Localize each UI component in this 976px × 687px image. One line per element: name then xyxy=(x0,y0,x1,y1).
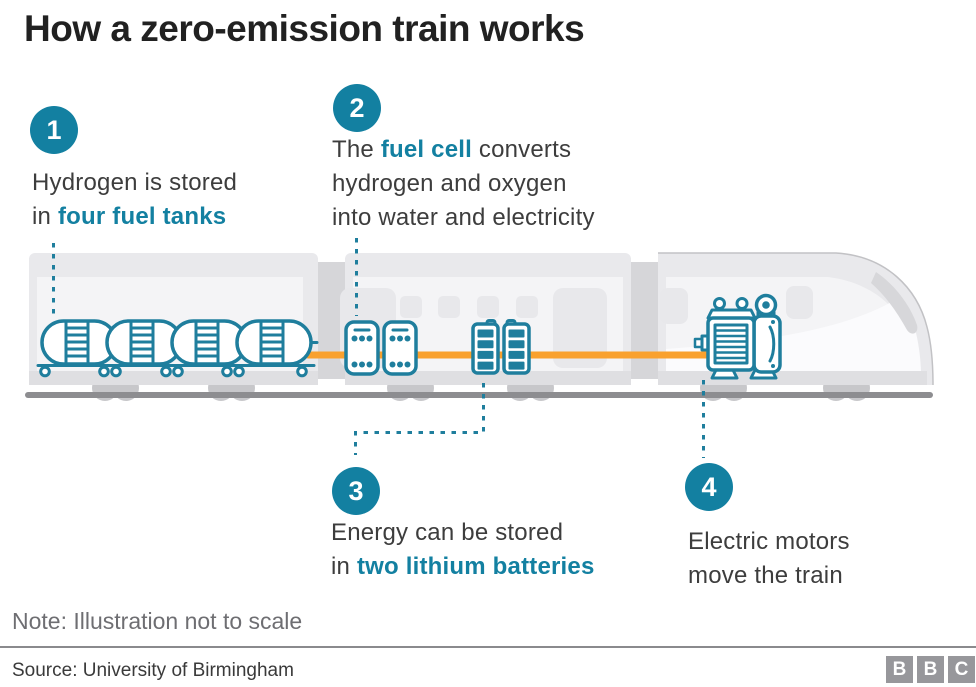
fuel-cell-icon xyxy=(344,320,418,376)
fuel-tanks-icon xyxy=(36,319,319,378)
step-1-text: Hydrogen is stored in four fuel tanks xyxy=(32,166,237,234)
step-1-badge: 1 xyxy=(30,106,78,154)
step-2-text-after: converts hydrogen and oxygen into water … xyxy=(332,136,595,231)
electric-motor-icon xyxy=(693,293,782,380)
car-connector xyxy=(631,262,658,379)
step-4-text-before: Electric motors move the train xyxy=(688,528,850,589)
scale-note: Note: Illustration not to scale xyxy=(12,608,303,634)
dashed-connectors xyxy=(52,238,705,458)
step-4-badge: 4 xyxy=(685,463,733,511)
bbc-logo-block: B xyxy=(886,656,913,683)
battery-icon xyxy=(471,319,531,375)
step-1-text-highlight: four fuel tanks xyxy=(57,203,227,230)
bbc-logo-block: B xyxy=(917,656,944,683)
train-car-front xyxy=(658,252,934,386)
step-3-text-highlight: two lithium batteries xyxy=(356,553,595,580)
page-title: How a zero-emission train works xyxy=(24,8,585,49)
step-4-text: Electric motors move the train xyxy=(688,525,850,593)
step-3-text-before: Energy can be stored in xyxy=(331,519,564,580)
bbc-logo-block: C xyxy=(948,656,975,683)
step-3-badge: 3 xyxy=(332,467,380,515)
step-2-text-before: The xyxy=(332,136,381,163)
rail-track xyxy=(25,392,933,398)
footer-divider xyxy=(0,646,976,648)
source-credit: Source: University of Birmingham xyxy=(12,660,294,681)
step-1-text-before: Hydrogen is stored in xyxy=(32,169,238,230)
step-2-text-highlight: fuel cell xyxy=(380,136,472,163)
step-2-badge: 2 xyxy=(333,84,381,132)
step-3-text: Energy can be stored in two lithium batt… xyxy=(331,516,595,584)
step-2-text: The fuel cell converts hydrogen and oxyg… xyxy=(332,133,595,235)
bbc-logo: B B C xyxy=(886,656,975,683)
